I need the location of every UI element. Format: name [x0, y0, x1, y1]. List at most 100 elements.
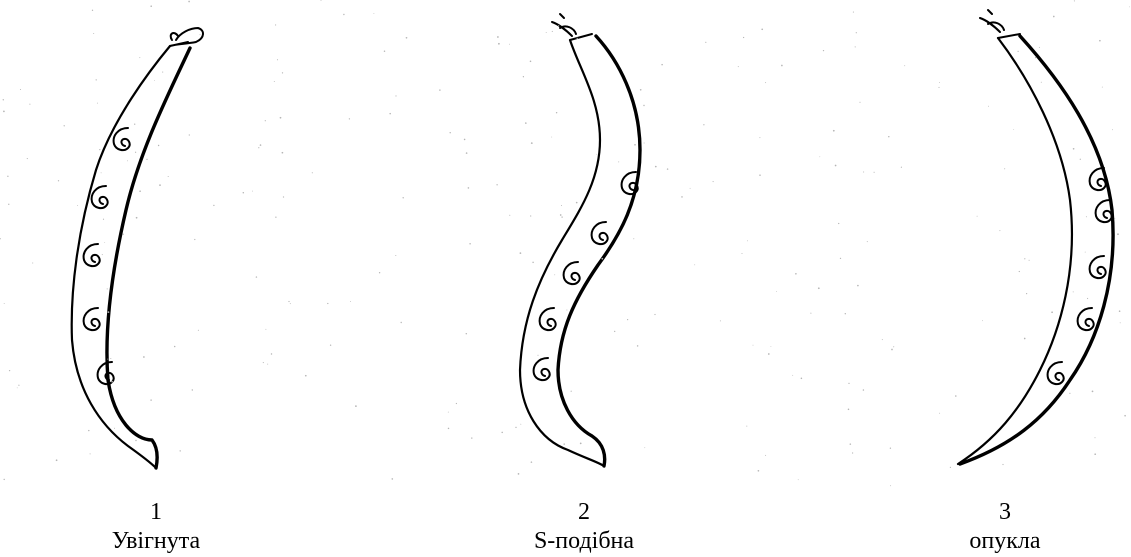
pod-3-label: опукла: [905, 527, 1105, 556]
pod-1-concave-drawing: [40, 0, 240, 490]
paper-speck: [761, 28, 763, 30]
paper-speck: [747, 240, 748, 241]
paper-speck: [260, 144, 262, 146]
paper-speck: [466, 152, 468, 154]
paper-speck: [753, 345, 754, 346]
paper-speck: [759, 137, 760, 138]
paper-speck: [18, 385, 19, 386]
paper-speck: [406, 37, 408, 39]
paper-speck: [798, 479, 799, 480]
pod-2-s-shaped-drawing: [500, 0, 680, 490]
paper-speck: [9, 370, 10, 371]
paper-speck: [379, 272, 380, 273]
paper-speck: [720, 320, 721, 321]
paper-speck: [3, 111, 5, 113]
paper-speck: [857, 285, 859, 287]
paper-speck: [867, 241, 868, 242]
pod-1-caption: 1 Увігнута: [56, 498, 256, 556]
paper-speck: [450, 132, 451, 133]
paper-speck: [759, 174, 761, 176]
pod-3-stem: [980, 10, 1020, 38]
paper-speck: [850, 443, 852, 445]
paper-speck: [8, 204, 9, 205]
paper-speck: [855, 46, 856, 47]
paper-speck: [768, 353, 770, 355]
paper-speck: [852, 452, 853, 453]
paper-speck: [350, 301, 351, 302]
pod-1-outline-left: [72, 46, 170, 468]
pod-1-outline-right: [107, 48, 190, 468]
pod-3-convex-drawing: [930, 0, 1130, 490]
paper-speck: [280, 117, 282, 119]
paper-speck: [840, 258, 841, 259]
paper-speck: [859, 102, 860, 103]
paper-speck: [838, 223, 839, 224]
paper-speck: [713, 181, 714, 182]
paper-speck: [282, 152, 284, 154]
paper-speck: [765, 82, 766, 83]
paper-speck: [277, 59, 278, 60]
seed: [1090, 256, 1106, 278]
paper-speck: [690, 188, 691, 189]
seed: [592, 222, 608, 244]
paper-speck: [355, 405, 357, 407]
paper-speck: [391, 478, 393, 480]
paper-speck: [823, 50, 824, 51]
paper-speck: [401, 322, 402, 323]
paper-speck: [29, 104, 30, 105]
paper-speck: [265, 120, 266, 121]
paper-speck: [3, 99, 4, 100]
paper-speck: [330, 345, 331, 346]
paper-speck: [496, 184, 497, 185]
paper-speck: [776, 291, 777, 292]
paper-speck: [863, 171, 864, 172]
paper-speck: [743, 37, 744, 38]
paper-speck: [17, 387, 18, 388]
paper-speck: [312, 172, 313, 173]
paper-speck: [781, 65, 783, 67]
paper-speck: [20, 89, 21, 90]
paper-speck: [439, 89, 440, 90]
paper-speck: [738, 66, 739, 67]
paper-speck: [343, 14, 344, 15]
paper-speck: [283, 196, 284, 197]
paper-speck: [893, 346, 894, 347]
paper-speck: [819, 156, 820, 157]
pod-1-stem: [170, 28, 203, 46]
paper-speck: [845, 313, 846, 314]
pod-2-label: S-подібна: [484, 527, 684, 556]
paper-speck: [290, 303, 291, 304]
paper-speck: [681, 196, 683, 198]
paper-speck: [7, 176, 8, 177]
paper-speck: [874, 172, 875, 173]
paper-speck: [384, 51, 385, 52]
paper-speck: [742, 253, 743, 254]
paper-speck: [263, 362, 264, 363]
paper-speck: [3, 479, 4, 480]
paper-speck: [694, 264, 695, 265]
paper-speck: [904, 65, 905, 66]
paper-speck: [464, 139, 466, 141]
seed: [114, 128, 130, 150]
paper-speck: [765, 455, 766, 456]
paper-speck: [327, 303, 328, 304]
paper-speck: [395, 255, 396, 256]
seed: [1096, 200, 1112, 222]
paper-speck: [288, 301, 289, 302]
paper-speck: [275, 24, 276, 25]
seed: [1078, 308, 1094, 330]
paper-speck: [27, 158, 28, 159]
paper-speck: [758, 470, 760, 472]
paper-speck: [267, 364, 268, 365]
paper-speck: [252, 191, 253, 192]
paper-speck: [305, 375, 307, 377]
paper-speck: [389, 113, 391, 115]
pod-3-caption: 3 опукла: [905, 498, 1105, 556]
paper-speck: [466, 333, 467, 334]
pod-2-outline-right: [558, 36, 640, 466]
paper-speck: [258, 147, 259, 148]
paper-speck: [271, 353, 272, 354]
paper-speck: [801, 378, 803, 380]
paper-speck: [703, 124, 704, 125]
paper-speck: [853, 12, 854, 13]
